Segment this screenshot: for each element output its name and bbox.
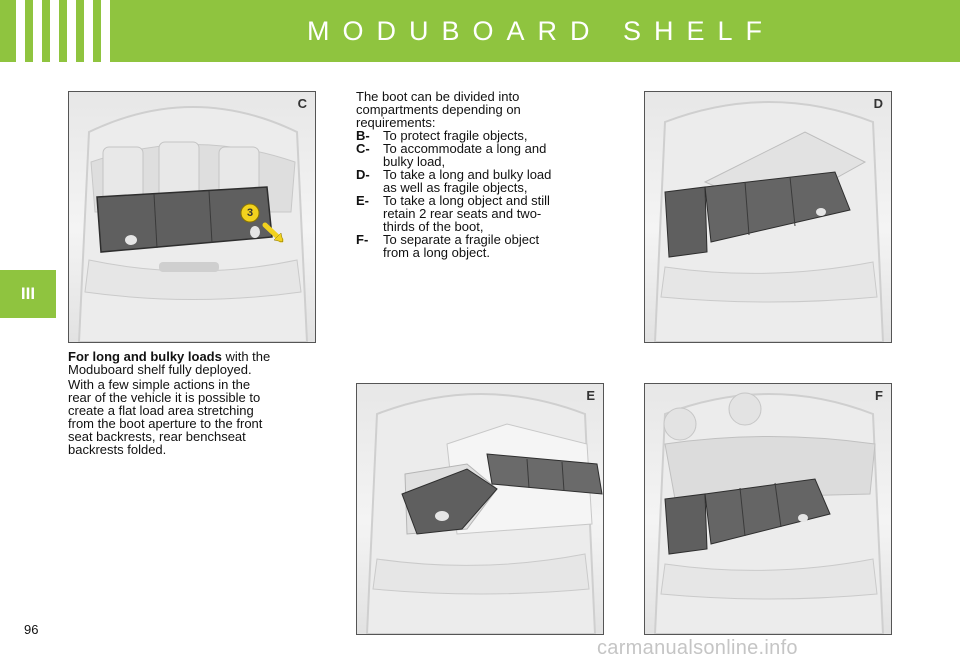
boot-illustration-c bbox=[77, 106, 309, 342]
paragraph-line: rear of the vehicle it is possible to bbox=[68, 390, 261, 405]
callout-number-3: 3 bbox=[246, 207, 254, 219]
figure-e: E bbox=[356, 383, 604, 635]
list-key: D- bbox=[356, 167, 370, 182]
list-item-b: B- To protect fragile objects, bbox=[356, 129, 604, 142]
header-stripe bbox=[84, 0, 93, 62]
boot-illustration-f bbox=[653, 392, 885, 634]
intro-line: compartments depending on bbox=[356, 102, 521, 117]
intro-line: The boot can be divided into bbox=[356, 89, 520, 104]
page-number: 96 bbox=[24, 622, 39, 637]
list-line: To protect fragile objects, bbox=[383, 128, 528, 143]
lead-bold: For long and bulky loads bbox=[68, 349, 222, 364]
header-stripe bbox=[33, 0, 42, 62]
intro-lines: The boot can be divided into compartment… bbox=[356, 90, 604, 129]
page-header: MODUBOARD SHELF bbox=[0, 0, 960, 62]
list-line: To take a long object and still bbox=[383, 193, 550, 208]
figure-f: F bbox=[644, 383, 892, 635]
list-line: bulky load, bbox=[383, 154, 446, 169]
chapter-tab: III bbox=[0, 270, 56, 318]
compartments-text: The boot can be divided into compartment… bbox=[356, 90, 604, 259]
list-item-c: C- To accommodate a long and bulky load, bbox=[356, 142, 604, 168]
list-line: as well as fragile objects, bbox=[383, 180, 528, 195]
boot-illustration-e bbox=[365, 393, 603, 634]
lead-line-2: Moduboard shelf fully deployed. bbox=[68, 362, 252, 377]
list-line: retain 2 rear seats and two- bbox=[383, 206, 542, 221]
paragraph-line: backrests folded. bbox=[68, 442, 167, 457]
list-key: C- bbox=[356, 141, 370, 156]
list-key: E- bbox=[356, 193, 369, 208]
header-stripe bbox=[50, 0, 59, 62]
figure-d: D bbox=[644, 91, 892, 343]
list-key: F- bbox=[356, 232, 369, 247]
paragraph-line: create a flat load area stretching bbox=[68, 403, 254, 418]
list-key: B- bbox=[356, 128, 370, 143]
list-line: To accommodate a long and bbox=[383, 141, 547, 156]
intro-paragraph: With a few simple actions in the rear of… bbox=[68, 378, 316, 456]
figure-letter: C bbox=[297, 96, 307, 111]
boot-illustration-d bbox=[653, 101, 885, 342]
list-line: thirds of the boot, bbox=[383, 219, 484, 234]
header-stripe bbox=[16, 0, 25, 62]
figure-letter: D bbox=[873, 96, 883, 111]
list-item-f: F- To separate a fragile object from a l… bbox=[356, 233, 604, 259]
list-line: from a long object. bbox=[383, 245, 490, 260]
paragraph-line: With a few simple actions in the bbox=[68, 377, 251, 392]
lead-rest: with the bbox=[221, 349, 271, 364]
intro-lead: For long and bulky loads with the Modubo… bbox=[68, 350, 316, 376]
site-watermark: carmanualsonline.info bbox=[597, 637, 798, 659]
figure-letter: E bbox=[586, 388, 595, 403]
figure-c: 3 C bbox=[68, 91, 316, 343]
figure-letter: F bbox=[875, 388, 883, 403]
intro-line: requirements: bbox=[356, 115, 436, 130]
list-item-d: D- To take a long and bulky load as well… bbox=[356, 168, 604, 194]
page-title: MODUBOARD SHELF bbox=[306, 16, 776, 46]
list-item-e: E- To take a long object and still retai… bbox=[356, 194, 604, 233]
header-stripe bbox=[67, 0, 76, 62]
paragraph-line: seat backrests, rear benchseat bbox=[68, 429, 246, 444]
header-stripe bbox=[101, 0, 110, 62]
list-line: To take a long and bulky load bbox=[383, 167, 552, 182]
list-line: To separate a fragile object bbox=[383, 232, 540, 247]
paragraph-line: from the boot aperture to the front bbox=[68, 416, 263, 431]
header-stripes bbox=[0, 0, 122, 62]
